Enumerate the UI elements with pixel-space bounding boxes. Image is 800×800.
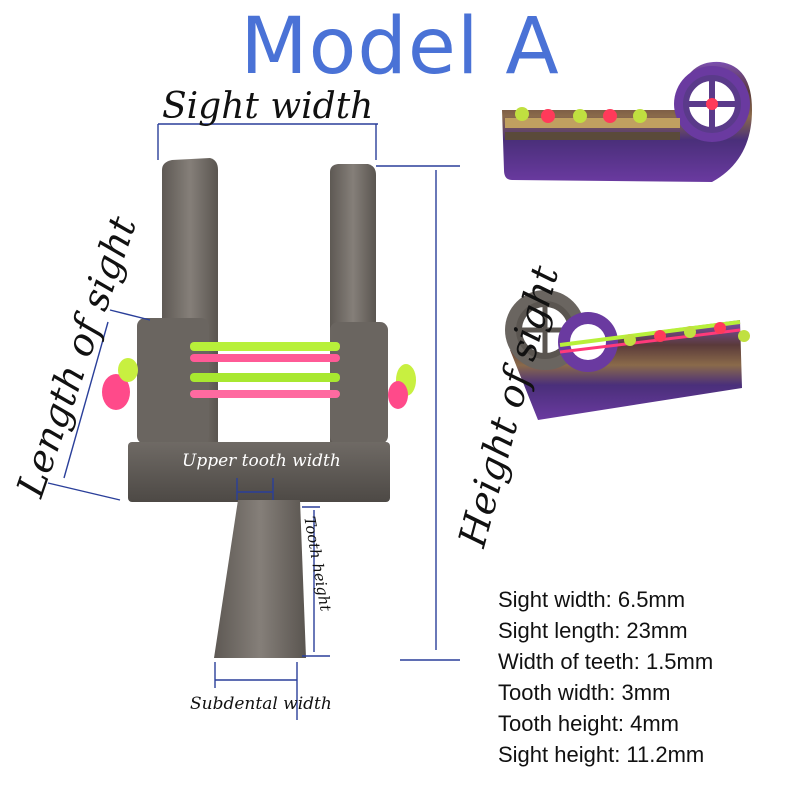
upper-tooth-width-label: Upper tooth width — [182, 451, 341, 471]
dimension-lines — [47, 123, 460, 720]
product-view-angled — [505, 290, 750, 420]
base-plate — [128, 442, 390, 502]
dovetail-tooth — [214, 500, 306, 658]
front-sight-illustration — [102, 158, 416, 658]
spec-item: Tooth width: 3mm — [498, 680, 671, 705]
fiber-rod-red-top — [190, 354, 340, 362]
subdental-width-label: Subdental width — [190, 694, 332, 714]
spec-item: Tooth height: 4mm — [498, 711, 679, 736]
fiber-end-red-right — [388, 381, 408, 409]
spec-item: Sight length: 23mm — [498, 618, 688, 643]
fiber-end-green-left — [118, 358, 138, 382]
fiber-rod-green-bottom — [190, 373, 340, 382]
spec-list: Sight width: 6.5mm Sight length: 23mm Wi… — [498, 584, 713, 770]
fiber-rod-green-top — [190, 342, 340, 351]
page-title: Model A — [240, 2, 560, 92]
right-block — [330, 322, 388, 444]
spec-item: Sight height: 11.2mm — [498, 742, 705, 767]
product-view-side — [502, 61, 752, 182]
sight-width-label: Sight width — [162, 86, 374, 127]
spec-item: Width of teeth: 1.5mm — [498, 649, 714, 674]
fiber-end-red-left — [102, 374, 130, 410]
fiber-rod-red-bottom — [190, 390, 340, 398]
spec-item: Sight width: 6.5mm — [498, 587, 686, 612]
